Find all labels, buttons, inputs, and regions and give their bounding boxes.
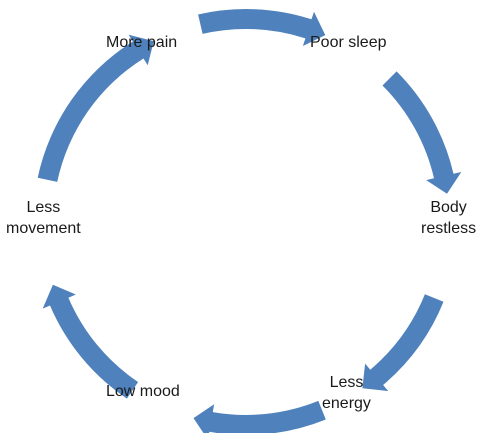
node-less-movement: Less movement (6, 199, 81, 237)
node-low-mood: Low mood (106, 383, 180, 400)
arrow-low-mood-to-less-movement (42, 284, 139, 399)
arrow-less-energy-to-low-mood (193, 400, 326, 433)
arrow-more-pain-to-poor-sleep (198, 9, 326, 47)
arrow-less-movement-to-more-pain (37, 34, 154, 182)
node-more-pain: More pain (106, 34, 178, 51)
node-less-energy: Less energy (322, 374, 371, 412)
arrow-body-restless-to-less-energy (362, 294, 444, 392)
node-body-restless: Body restless (421, 199, 477, 237)
node-poor-sleep: Poor sleep (310, 34, 387, 51)
arrow-poor-sleep-to-body-restless (382, 71, 462, 194)
